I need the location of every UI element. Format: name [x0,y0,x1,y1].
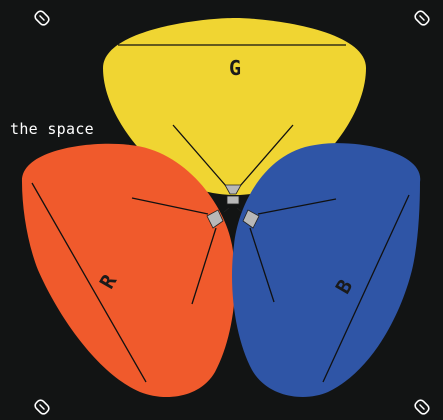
blue-lobe [232,143,420,397]
screw-icon [414,10,431,27]
screw-icon [414,399,431,416]
screw-icon [34,399,51,416]
screw-icon [34,10,51,27]
green-lobe-label: G [229,56,241,80]
caption-label: the space [10,120,94,138]
